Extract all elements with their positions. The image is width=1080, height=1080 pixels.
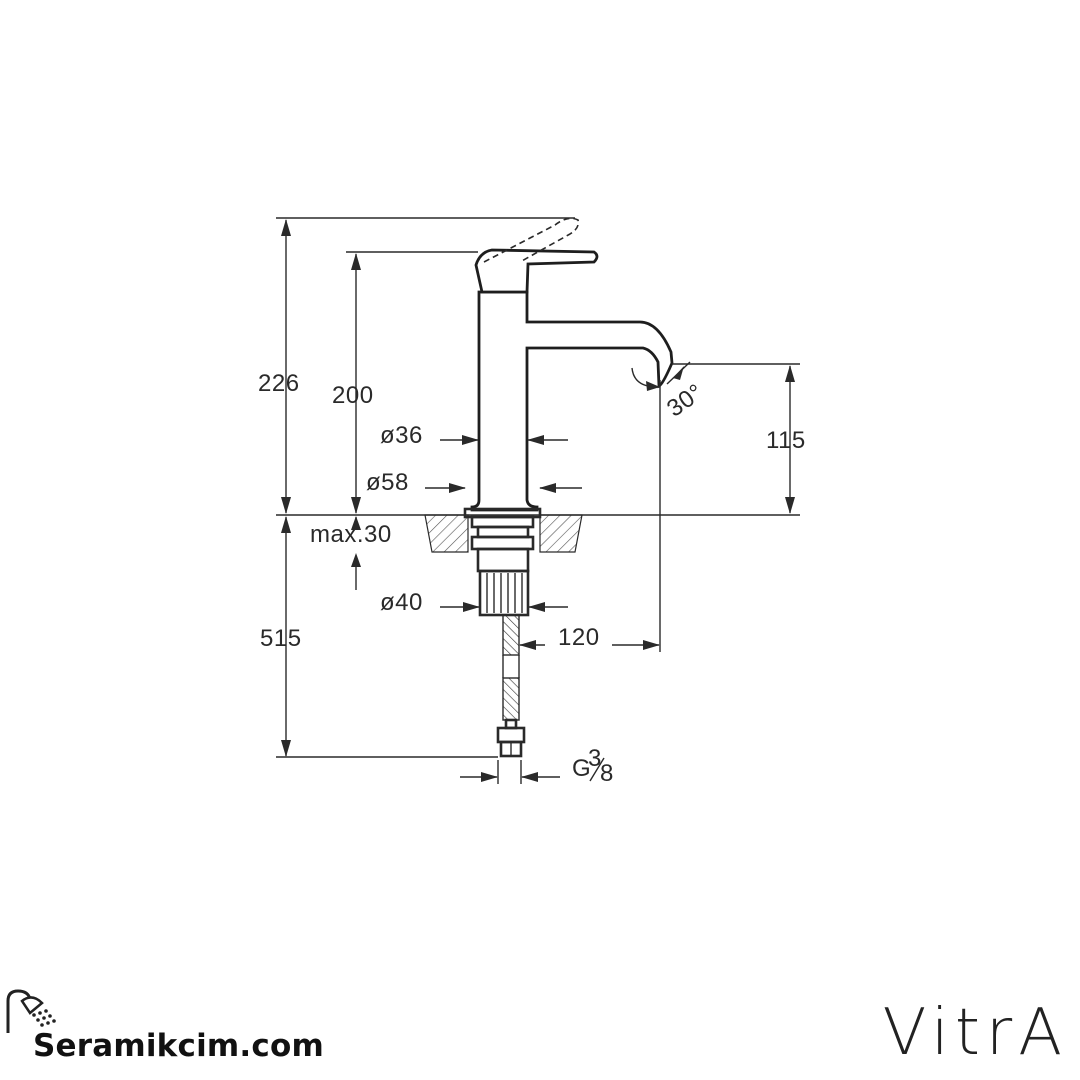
faucet-body (463, 217, 674, 758)
extension-lines (276, 217, 800, 784)
label-connection: G (572, 755, 591, 782)
brand-logo (6, 989, 56, 1033)
label-shank-diameter: ø40 (380, 589, 423, 616)
label-connection-numerator: 3 (588, 745, 602, 772)
vitra-logo: VitrA (882, 996, 1068, 1070)
label-max-thickness: max.30 (310, 521, 392, 548)
label-connection-denominator: 8 (600, 760, 614, 787)
dimension-labels: 226 200 ø36 ø58 115 max.30 ø40 515 120 3… (258, 370, 806, 787)
label-base-diameter: ø58 (366, 469, 409, 496)
dimension-lines (281, 219, 795, 782)
label-hose-length: 515 (260, 625, 302, 652)
label-spout-height: 115 (766, 427, 806, 454)
fraction-slash (589, 757, 605, 782)
label-body-diameter: ø36 (380, 422, 423, 449)
label-total-height: 226 (258, 370, 300, 397)
label-spout-reach: 120 (558, 624, 600, 651)
countertop-section (424, 514, 583, 553)
label-body-height: 200 (332, 382, 374, 409)
shower-head-icon (6, 989, 56, 1033)
label-spout-angle: 30° (662, 379, 708, 423)
brand-name: Seramikcim.com (33, 1028, 324, 1064)
